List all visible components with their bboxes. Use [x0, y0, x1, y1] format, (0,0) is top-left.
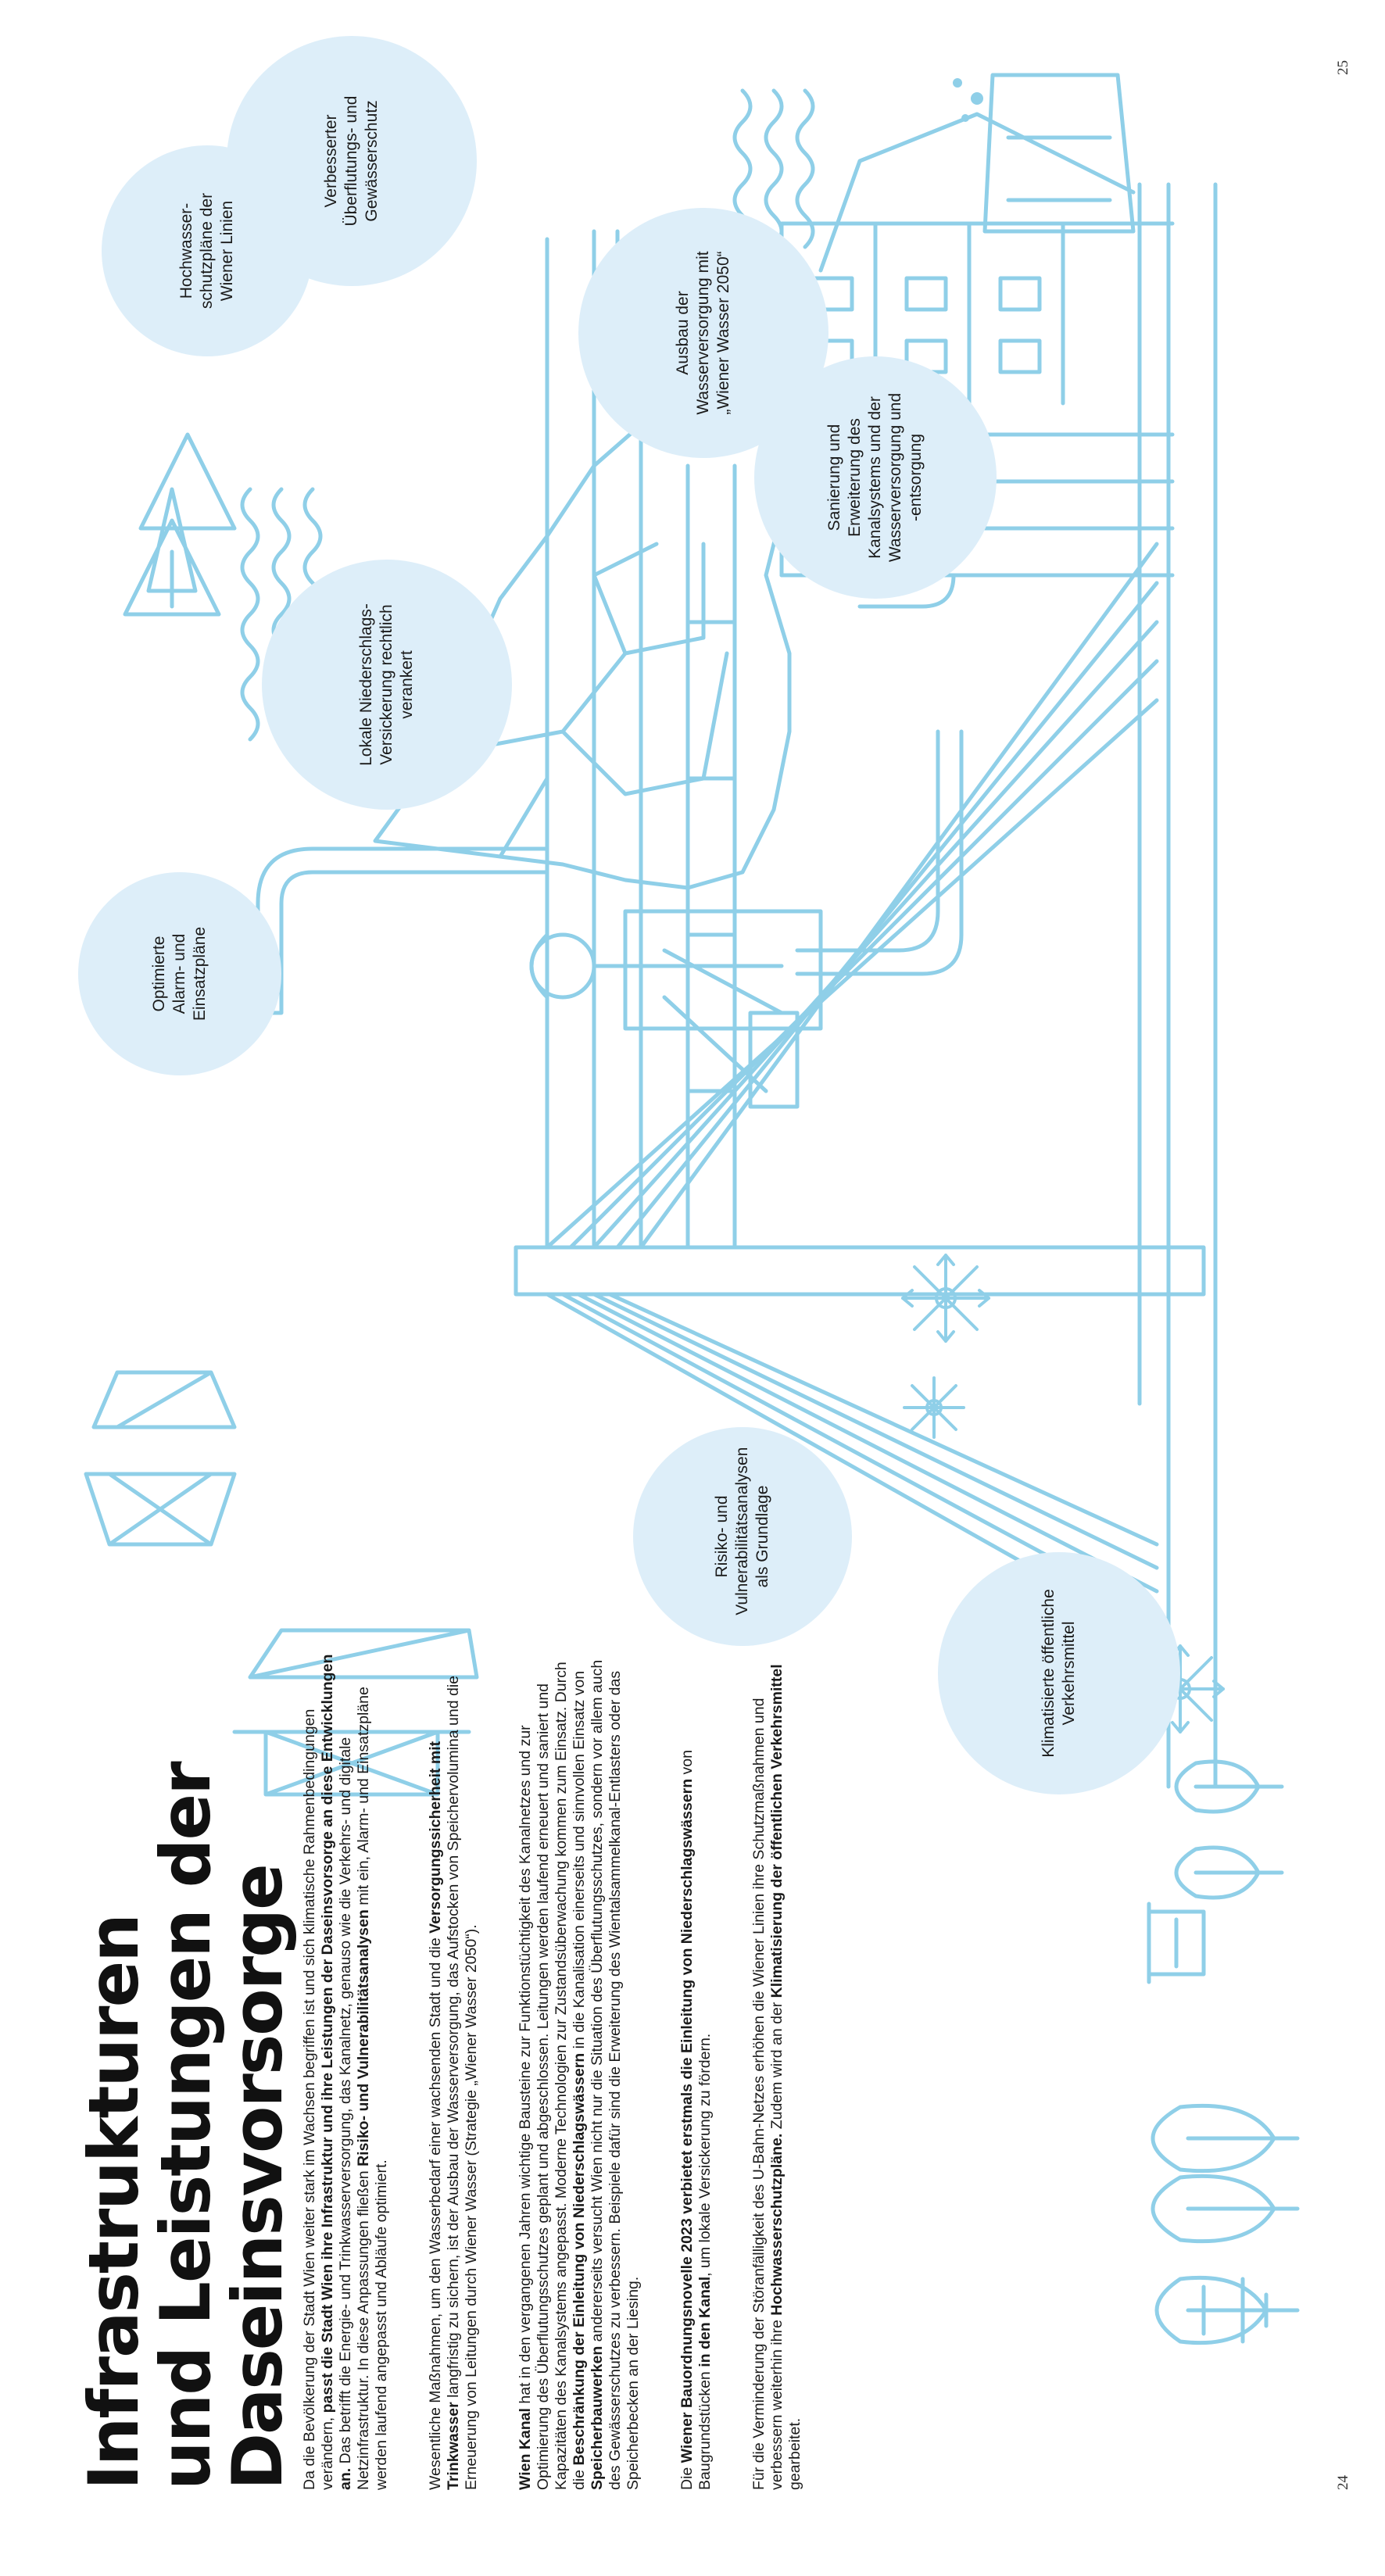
paragraph-u-bahn: Für die Verminderung der Störanfälligkei… — [750, 1664, 803, 2490]
bubble-alarm-einsatzplaene: Optimierte Alarm- und Einsatzpläne — [78, 872, 281, 1075]
title-line: Daseinsvorsorge — [217, 1865, 298, 2490]
power-pylon-icon — [84, 1370, 479, 1797]
paragraph-wien-kanal: Wien Kanal hat in den vergangenen Jahren… — [517, 1659, 642, 2490]
bubble-kanalsystem: Sanierung und Erweiterung des Kanalsyste… — [754, 356, 997, 599]
engineer-illustration — [529, 909, 823, 1109]
paragraph-intro: Da die Bevölkerung der Stadt Wien weiter… — [301, 1654, 390, 2490]
bubble-verkehrsmittel: Klimatisierte öffentliche Verkehrsmittel — [938, 1552, 1180, 1794]
body-text: Da die Bevölkerung der Stadt Wien weiter… — [301, 1654, 840, 2490]
paragraph-water-supply: Wesentliche Maßnahmen, um den Wasserbeda… — [427, 1675, 480, 2490]
paragraph-bauordnung: Die Wiener Bauordnungsnovelle 2023 verbi… — [678, 1750, 714, 2490]
ground-lines — [1137, 182, 1218, 1789]
tree-icon — [1151, 1759, 1300, 2345]
pine-tree-icon — [123, 432, 237, 617]
title-line: Infrastrukturen — [73, 1915, 154, 2490]
water-glass-icon — [953, 73, 1136, 234]
bench-icon — [1147, 1902, 1206, 1984]
page-title: Infrastrukturen und Leistungen der Dasei… — [73, 1693, 298, 2490]
bubble-niederschlag: Lokale Niederschlags- Versickerung recht… — [262, 560, 512, 810]
bubble-ueberflutungsschutz: Verbesserter Überflutungs- und Gewässers… — [227, 36, 477, 286]
title-line: und Leistungen der — [145, 1762, 226, 2490]
page-number-right: 25 — [1335, 60, 1351, 75]
page-number-left: 24 — [1335, 2475, 1351, 2490]
bubble-risiko: Risiko- und Vulnerabilitätsanalysen als … — [633, 1427, 852, 1646]
bridge-illustration — [514, 237, 1206, 1640]
